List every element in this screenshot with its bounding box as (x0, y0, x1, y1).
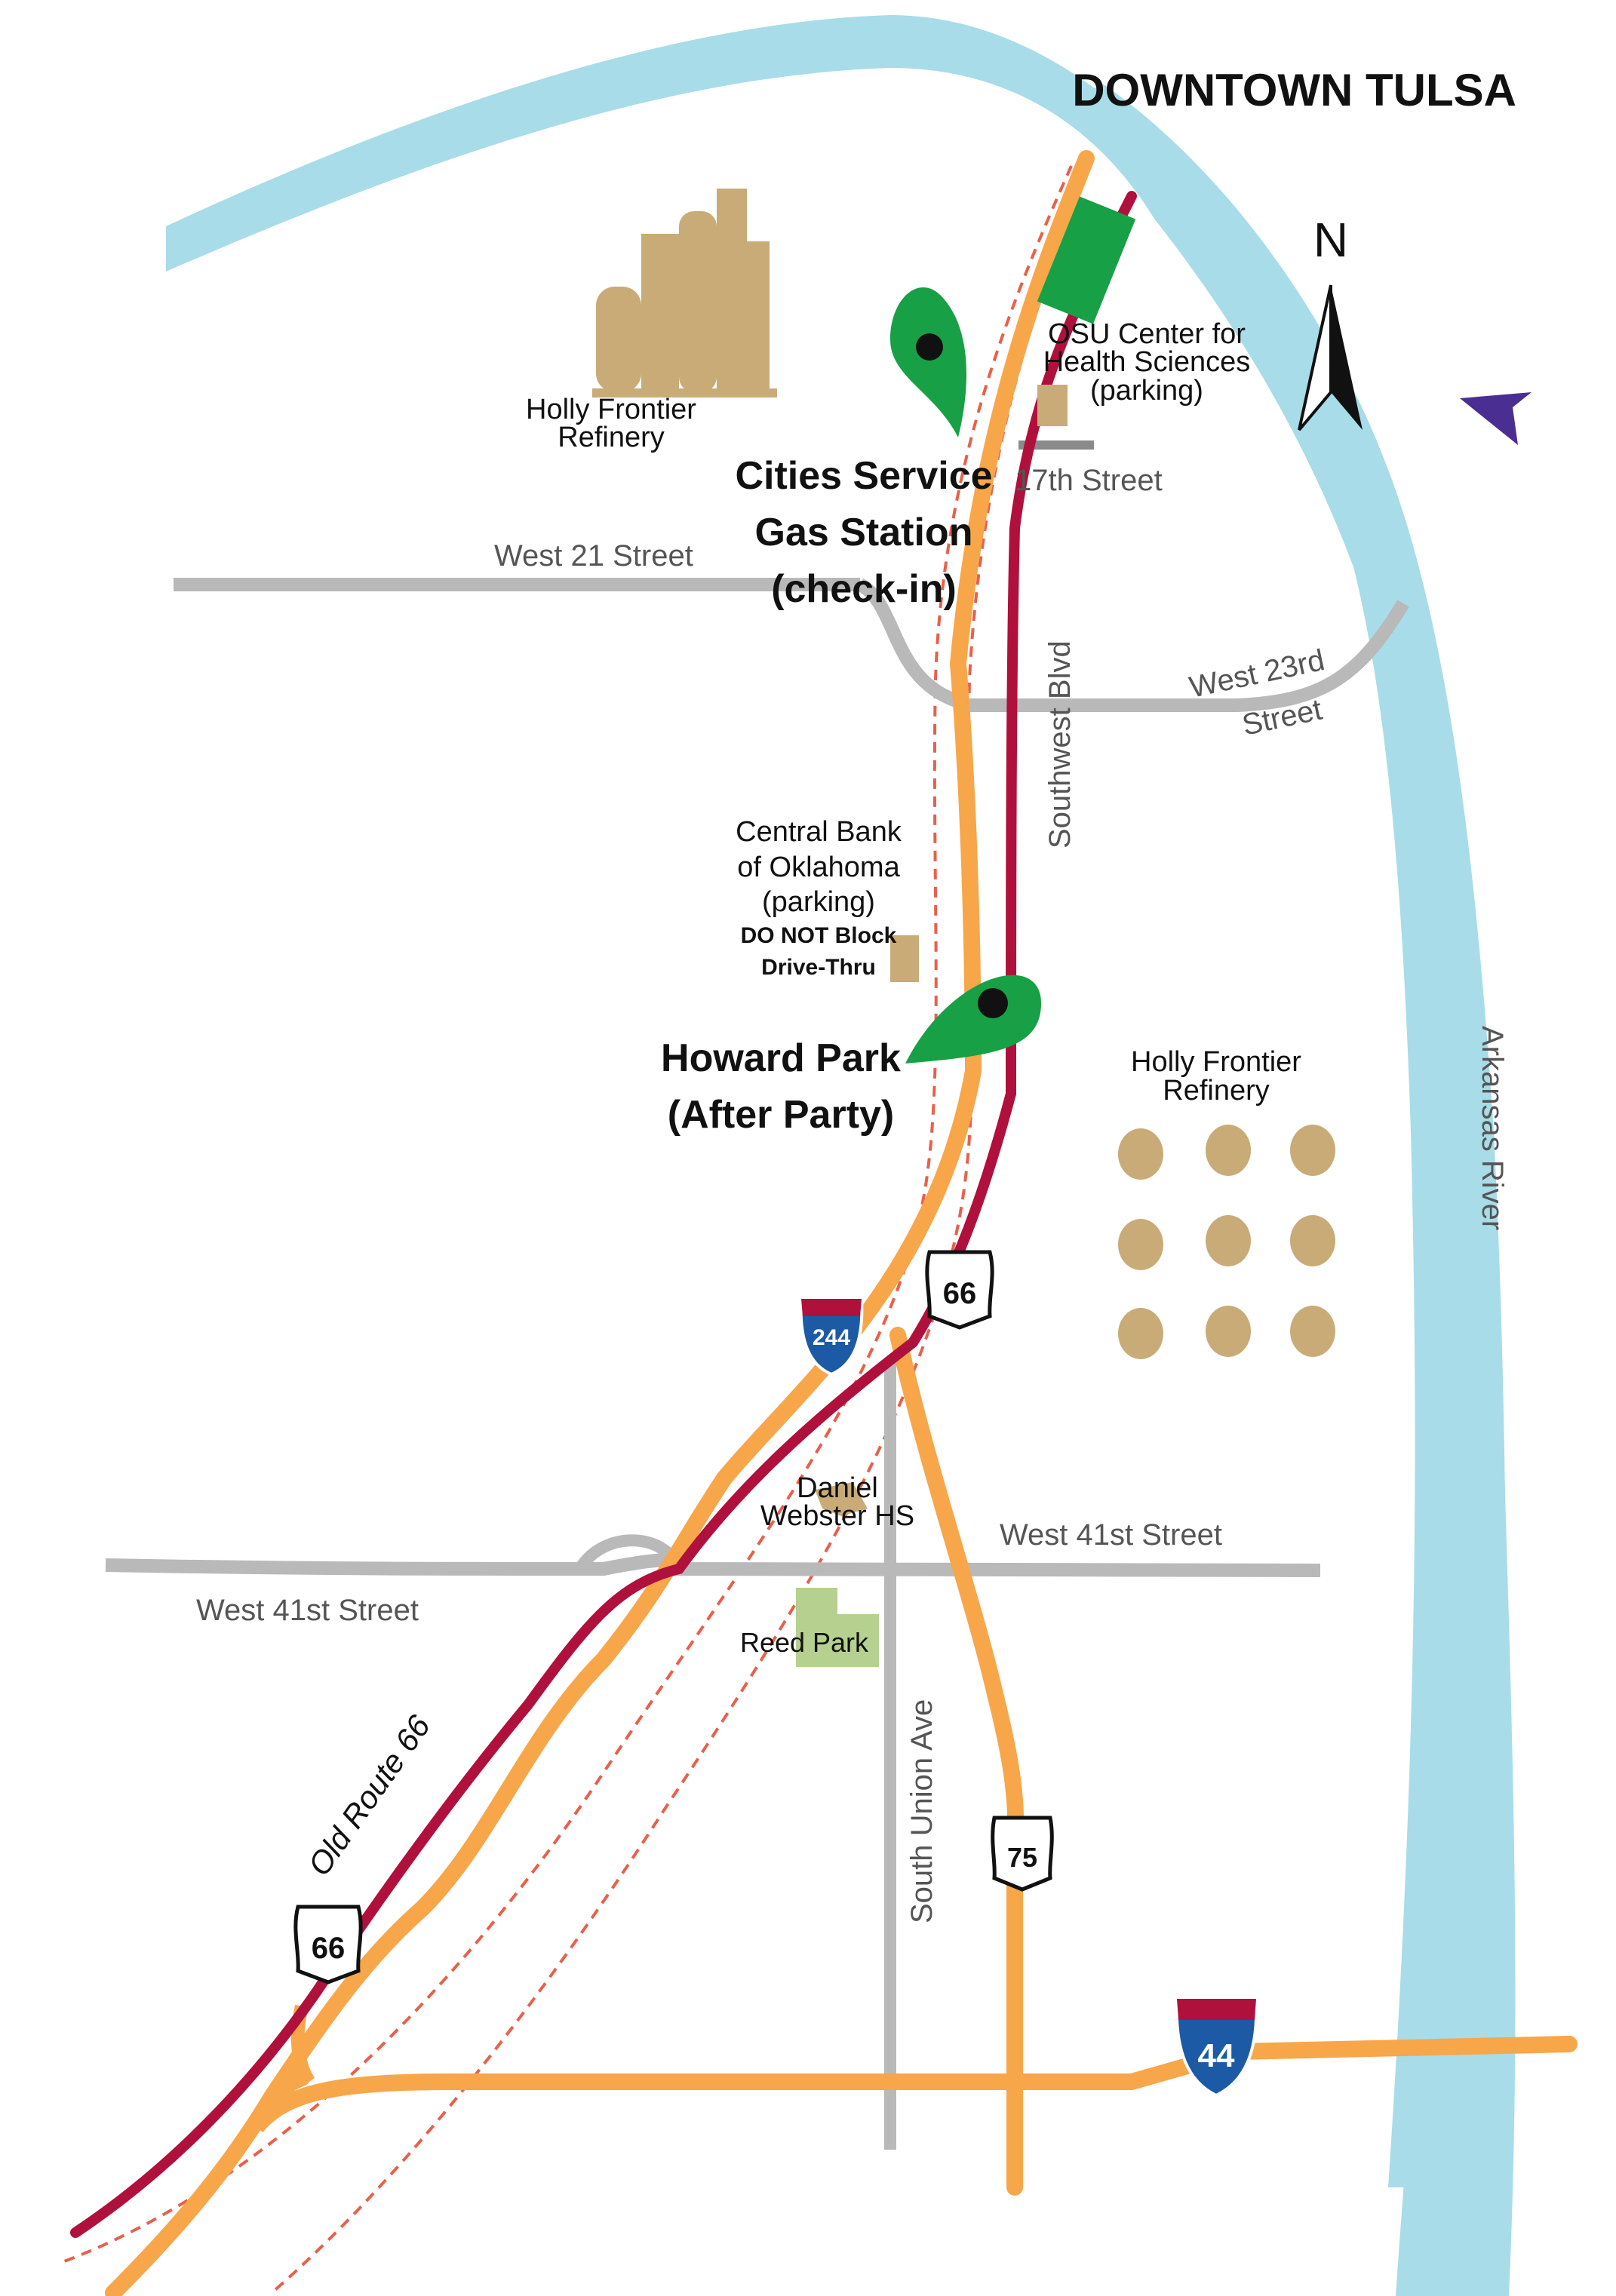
central-bank-line1: Central Bank (736, 816, 902, 848)
central-bank-line2: of Oklahoma (737, 852, 900, 883)
checkin-line1: Cities Service (735, 454, 992, 498)
map-title: DOWNTOWN TULSA (1072, 65, 1516, 115)
reed-park (796, 1588, 879, 1667)
highway-i244 (105, 150, 1095, 2296)
street-17th-label: 17th Street (1015, 464, 1163, 497)
highway-i44 (249, 2036, 1578, 2133)
central-bank-line3: (parking) (762, 886, 875, 918)
refinery-north-icon (592, 189, 777, 398)
street-w41-left-label: West 41st Street (196, 1594, 419, 1627)
shield-i244-label: 244 (813, 1325, 850, 1350)
street-w41-right-label: West 41st Street (1000, 1518, 1222, 1552)
shield-us75-label: 75 (1007, 1842, 1037, 1873)
after-party-line1: Howard Park (661, 1036, 901, 1080)
webster-line1: Daniel (797, 1472, 878, 1504)
webster-line2: Webster HS (760, 1500, 914, 1532)
south-union-label: South Union Ave (905, 1699, 939, 1923)
refinery-north-line2: Refinery (558, 422, 665, 453)
central-bank-note-line1: DO NOT Block (741, 923, 897, 948)
checkin-line3: (check-in) (771, 567, 957, 611)
shield-us66-south-label: 66 (312, 1932, 346, 1965)
after-party-line2: (After Party) (668, 1093, 895, 1137)
direction-arrow-icon (1460, 392, 1532, 445)
osu-parking (1037, 385, 1068, 426)
daniel-webster-building (815, 1482, 868, 1516)
shield-i44: 44 (1175, 1997, 1258, 2098)
central-bank-parking (890, 935, 919, 982)
refinery-north-line1: Holly Frontier (526, 394, 696, 425)
shield-us66-north-label: 66 (943, 1277, 977, 1310)
southwest-blvd-label: Southwest Blvd (1043, 640, 1077, 849)
street-w23 (958, 600, 1409, 712)
checkin-marker[interactable] (890, 287, 967, 437)
compass-n-label: N (1313, 213, 1348, 267)
central-bank-note-line2: Drive-Thru (761, 955, 876, 980)
street-w41 (105, 1553, 1321, 1577)
reed-park-label: Reed Park (740, 1627, 869, 1658)
after-party-marker[interactable] (905, 975, 1041, 1064)
river-label: Arkansas River (1476, 1026, 1509, 1230)
osu-line2: Health Sciences (1043, 346, 1251, 378)
shield-us75: 75 (991, 1816, 1054, 1892)
bridge-structure (1037, 196, 1136, 324)
street-w21-label: West 21 Street (494, 539, 693, 572)
osu-line1: OSU Center for (1048, 318, 1246, 350)
refinery-east-line2: Refinery (1163, 1075, 1270, 1107)
refinery-east-line1: Holly Frontier (1131, 1046, 1301, 1078)
highway-us75 (889, 1327, 1025, 2196)
railroad-west (60, 165, 1073, 2264)
north-arrow-icon (1298, 284, 1363, 431)
shield-i244: 244 (799, 1297, 864, 1377)
shield-i44-label: 44 (1198, 2037, 1235, 2074)
railroad-east (270, 173, 1088, 2294)
refinery-east-tanks (1118, 1125, 1335, 1359)
osu-line3: (parking) (1090, 375, 1203, 407)
street-w21-curve (856, 578, 961, 708)
checkin-line2: Gas Station (755, 511, 973, 554)
shield-us66-south: 66 (293, 1905, 363, 1984)
shield-us66-north: 66 (925, 1250, 994, 1330)
